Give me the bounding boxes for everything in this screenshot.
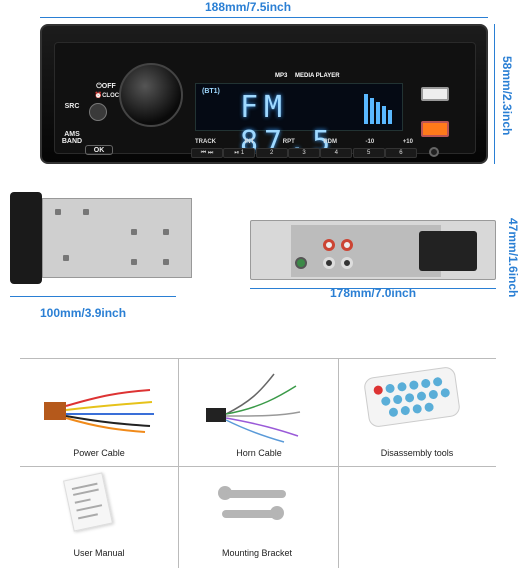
lcd-display: (BT1) FM 87.5	[195, 83, 403, 160]
bt-indicator: (BT1)	[202, 88, 220, 95]
rca-white-right	[341, 257, 353, 269]
back-height-label: 47mm/1.6inch	[506, 218, 520, 298]
height-dimension-line	[494, 24, 495, 164]
iso-connector	[419, 231, 477, 271]
horn-wire-4	[225, 417, 299, 437]
width-dimension-label: 188mm/7.5inch	[205, 0, 292, 14]
horn-wire-3	[225, 411, 301, 417]
back-plate	[291, 225, 441, 277]
src-button[interactable]: SRC	[64, 103, 80, 110]
clock-label: ⏰CLOCK	[94, 93, 124, 99]
usb-charging-port-icon	[421, 121, 449, 137]
preset-row: TRACK INT RPT RDM -10 +10 ⏮ ⏭ ⏯ 1 2 3 4 …	[191, 139, 417, 163]
rdm-label: RDM	[323, 139, 337, 145]
power-wire-black	[65, 415, 151, 427]
ams-band-button[interactable]: AMS BAND	[61, 131, 83, 145]
preset-button-5[interactable]: 5	[352, 148, 385, 158]
horn-cable-label: Horn Cable	[236, 448, 282, 458]
power-connector	[44, 402, 66, 420]
horn-wire-5	[225, 419, 285, 443]
car-radio-front: SRC ⏻OFF ⏰CLOCK AMS BAND OK MP3 MEDIA PL…	[40, 24, 488, 164]
power-wire-yellow	[65, 401, 153, 411]
preset-button-3[interactable]: 3	[287, 148, 320, 158]
display-top-bar: MP3 MEDIA PLAYER	[195, 73, 403, 83]
side-depth-line	[10, 296, 176, 297]
preset-button-prevnext[interactable]: ⏮ ⏭	[191, 148, 223, 158]
usb-port-icon	[421, 87, 449, 101]
mp3-label: MP3	[275, 73, 288, 79]
plus10-label: +10	[402, 139, 413, 145]
preset-button-4[interactable]: 4	[320, 148, 353, 158]
rca-red-right	[341, 239, 353, 251]
power-wire-red	[65, 389, 151, 407]
radio-side-view	[10, 192, 192, 284]
volume-knob[interactable]	[119, 63, 183, 127]
rca-white-left	[323, 257, 335, 269]
horn-wire-2	[225, 385, 297, 415]
radio-back-view	[250, 220, 496, 280]
preset-button-1[interactable]: ⏯ 1	[223, 148, 256, 158]
horn-connector	[206, 408, 226, 422]
mic-icon	[89, 103, 107, 121]
power-wire-orange	[65, 417, 146, 433]
disassembly-tools-label: Disassembly tools	[380, 448, 454, 458]
height-dimension-label: 58mm/2.3inch	[500, 56, 514, 136]
radio-faceplate: SRC ⏻OFF ⏰CLOCK AMS BAND OK MP3 MEDIA PL…	[54, 42, 476, 160]
power-cable-image	[44, 389, 154, 433]
minus10-label: -10	[365, 139, 375, 145]
int-label: INT	[244, 139, 255, 145]
media-player-label: MEDIA PLAYER	[295, 73, 340, 79]
side-depth-label: 100mm/3.9inch	[40, 306, 127, 320]
rca-red-left	[323, 239, 335, 251]
accessory-grid	[20, 358, 496, 568]
preset-button-6[interactable]: 6	[384, 148, 417, 158]
rpt-label: RPT	[282, 139, 295, 145]
preset-buttons: ⏮ ⏭ ⏯ 1 2 3 4 5 6	[191, 148, 417, 158]
preset-function-labels: TRACK INT RPT RDM -10 +10	[191, 139, 417, 145]
antenna-jack-icon	[295, 257, 307, 269]
back-width-line	[250, 288, 496, 289]
side-faceplate	[10, 192, 42, 284]
back-width-label: 178mm/7.0inch	[330, 286, 417, 300]
mounting-bracket-label: Mounting Bracket	[221, 548, 293, 558]
user-manual-label: User Manual	[73, 548, 125, 558]
width-dimension-line	[40, 17, 488, 18]
aux-jack-icon	[429, 147, 439, 157]
power-cable-label: Power Cable	[73, 448, 125, 458]
off-label: ⏻OFF	[96, 83, 116, 90]
horn-cable-image	[206, 373, 301, 443]
equalizer-bars	[364, 92, 392, 124]
ok-button[interactable]: OK	[85, 145, 113, 155]
side-chassis	[42, 198, 192, 278]
track-label: TRACK	[195, 139, 216, 145]
horn-wire-1	[225, 373, 275, 415]
preset-button-2[interactable]: 2	[255, 148, 288, 158]
